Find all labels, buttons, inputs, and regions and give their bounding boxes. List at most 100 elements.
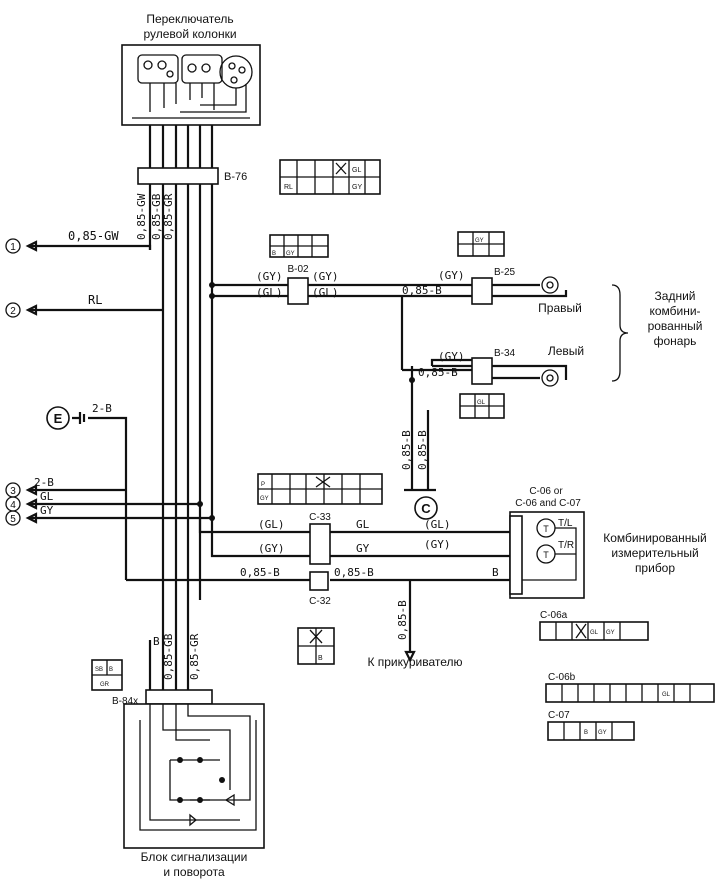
connector-view-c06a: C-06a GL GY	[539, 610, 649, 641]
wire-gb-vertical-label: 0,85-GB	[150, 193, 163, 240]
cluster-line2: измерительный	[611, 546, 698, 560]
cluster-wiring: C-33 (GL) (GY) GL GY (GL) (GY) C-32 0,85…	[126, 486, 707, 669]
connector-b84x-label: B-84x	[112, 696, 138, 707]
c33-gl-left: (GL)	[258, 518, 285, 531]
terminal-5-number: 5	[10, 514, 16, 525]
steering-column-switch: Переключатель рулевой колонки B-76	[121, 12, 261, 185]
connector-view-c32: B	[297, 627, 335, 665]
cluster-b-label: B	[492, 566, 499, 579]
rear-lamp-line3: рованный	[648, 319, 703, 333]
rear-lamp-line4: фонарь	[654, 334, 697, 348]
terminal-3-line: 3 2-B	[5, 476, 126, 498]
b34-b-label: 0,85-B	[418, 366, 458, 379]
pin-c06a-gl: GL	[590, 630, 599, 636]
svg-text:T: T	[543, 524, 549, 534]
c33-gy-right: GY	[356, 542, 370, 555]
lighter-label: К прикуривателю	[367, 655, 462, 669]
terminal-4-line: 4 GL	[5, 490, 203, 512]
terminal-3-number: 3	[10, 486, 16, 497]
rear-lamp-wiring: B-02 (GY) (GL) (GY) (GL) B-25 (GY) 0,85-…	[209, 264, 703, 520]
pin-c32-b: B	[318, 655, 323, 662]
connector-c06b-label: C-06b	[548, 672, 576, 683]
cluster-tl-label: T/L	[558, 518, 573, 529]
flasher-line2: и поворота	[163, 865, 225, 879]
pin-b84x-sb: SB	[95, 667, 103, 673]
pin-c33-p: P	[261, 482, 265, 488]
terminal-1-number: 1	[10, 242, 16, 253]
pin-b84x-gr: GR	[100, 682, 110, 688]
c33-gl-right: GL	[356, 518, 370, 531]
cluster-line1: Комбинированный	[603, 531, 707, 545]
wire-5-label: GY	[40, 504, 54, 517]
wire-gw-vertical-label: 0,85-GW	[135, 193, 148, 240]
ground-e-wire: 2-B	[92, 402, 112, 415]
ground-c-wire1: 0,85-B	[400, 430, 413, 470]
connector-b25-label: B-25	[494, 267, 516, 278]
b25-gy-label: (GY)	[438, 269, 465, 282]
connector-view-b02: B GY	[269, 234, 329, 258]
b02-gy-right: (GY)	[312, 270, 339, 283]
cluster-line3: прибор	[635, 561, 675, 575]
flasher-unit: B 0,85-GB 0,85-GR SB B GR B-84x Блок сиг…	[91, 600, 265, 879]
c33-gy-far: (GY)	[424, 538, 451, 551]
pin-b34-gl: GL	[477, 400, 486, 406]
flasher-gr-label: 0,85-GR	[188, 633, 201, 680]
pin-gy-b76: GY	[352, 184, 362, 191]
ground-c-wire2: 0,85-B	[416, 430, 429, 470]
connector-c07-label: C-07	[548, 710, 570, 721]
connector-c33-label: C-33	[309, 512, 331, 523]
connector-view-b25: GY	[457, 231, 505, 257]
connector-b76-label: B-76	[224, 171, 247, 183]
pin-gl-b76: GL	[352, 167, 361, 174]
ground-c-symbol: C	[421, 501, 431, 516]
connector-view-b34: GL	[459, 393, 505, 419]
c33-gy-left: (GY)	[258, 542, 285, 555]
c32-b-right: 0,85-B	[334, 566, 374, 579]
pin-c07-b: B	[584, 730, 588, 736]
rear-lamp-line1: Задний	[655, 289, 696, 303]
b25-b-label: 0,85-B	[402, 284, 442, 297]
wire-4-label: GL	[40, 490, 54, 503]
pin-c07-gy: GY	[598, 730, 607, 736]
pin-rl-b76: RL	[284, 184, 293, 191]
c33-gl-far: (GL)	[424, 518, 451, 531]
wire-2-label: RL	[88, 293, 102, 307]
flasher-b-label: B	[153, 635, 160, 648]
wire-gr-vertical-label: 0,85-GR	[162, 193, 175, 240]
ground-e-symbol: E	[54, 411, 63, 426]
right-lamp-label: Правый	[538, 301, 582, 315]
c32-b-left: 0,85-B	[240, 566, 280, 579]
connector-b02-label: B-02	[287, 264, 309, 275]
b02-gl-left: (GL)	[256, 286, 283, 299]
svg-text:T: T	[543, 550, 549, 560]
pin-b02-gy: GY	[286, 251, 295, 257]
cluster-tr-label: T/R	[558, 540, 574, 551]
pin-b02-b: B	[272, 251, 276, 257]
wire-3-label: 2-B	[34, 476, 54, 489]
left-lamp-label: Левый	[548, 344, 584, 358]
connector-view-c07: C-07 B GY	[547, 710, 635, 741]
connector-b34-label: B-34	[494, 348, 516, 359]
lighter-wire-label: 0,85-B	[396, 600, 409, 640]
connector-c32-label: C-32	[309, 596, 331, 607]
pin-b84x-b: B	[109, 667, 113, 673]
switch-title-line2: рулевой колонки	[143, 27, 236, 41]
b02-gl-right: (GL)	[312, 286, 339, 299]
rear-lamp-line2: комбини-	[649, 304, 700, 318]
pin-c06a-gy: GY	[606, 630, 615, 636]
pin-c06b-gl: GL	[662, 692, 671, 698]
connector-c06-line1: C-06 or	[529, 486, 563, 497]
terminal-2-line: 2 RL	[5, 293, 163, 318]
ground-e: E 2-B	[46, 402, 128, 580]
wire-1-label: 0,85-GW	[68, 229, 119, 243]
connector-view-c06b: C-06b GL	[545, 672, 715, 703]
connector-view-c33: P GY	[257, 473, 383, 505]
terminal-2-number: 2	[10, 306, 16, 317]
switch-title-line1: Переключатель	[146, 12, 233, 26]
pin-c33-gy: GY	[260, 496, 269, 502]
connector-c06a-label: C-06a	[540, 610, 568, 621]
connector-c06-line2: C-06 and C-07	[515, 498, 581, 509]
terminal-1-line: 1 0,85-GW	[5, 229, 152, 254]
